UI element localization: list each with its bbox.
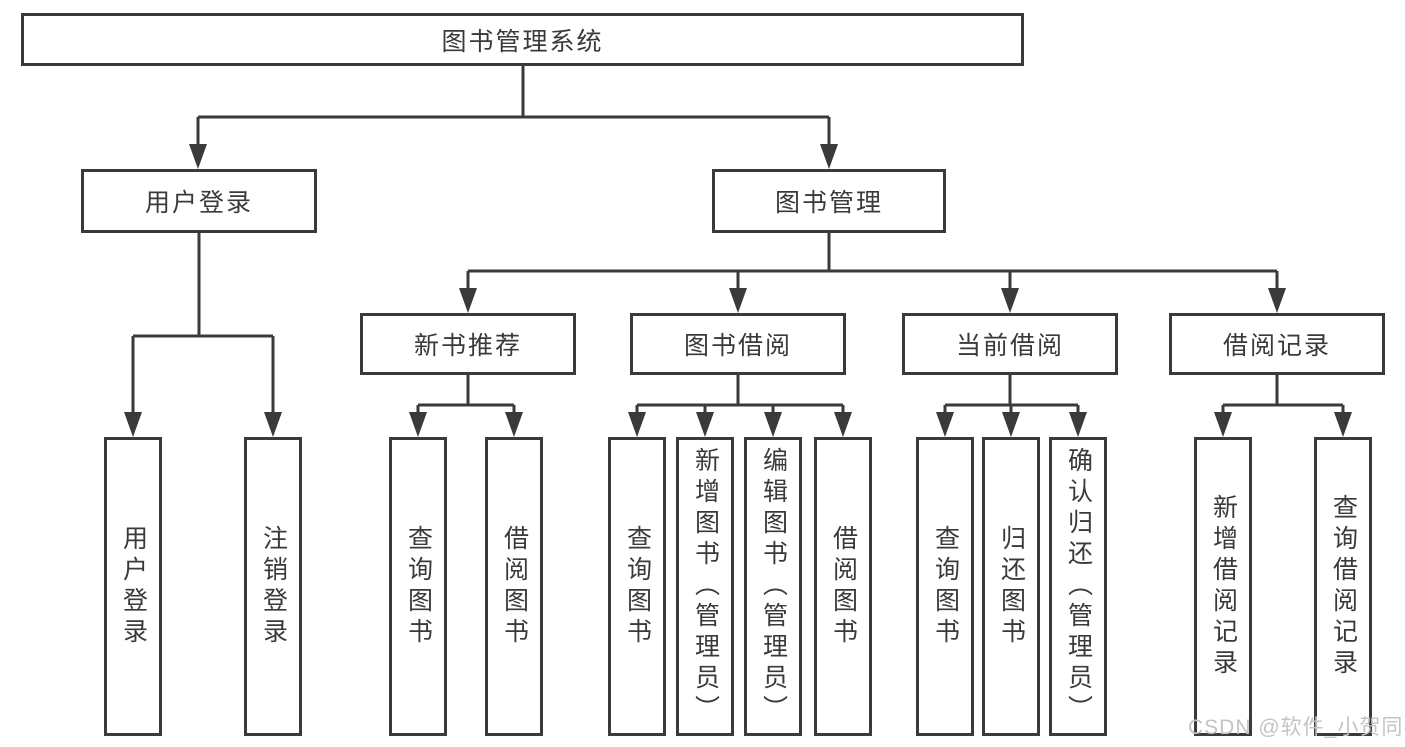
node-book-borrowing: 图书借阅	[630, 313, 846, 375]
arrow-down-icon	[505, 412, 523, 437]
arrow-down-icon	[189, 144, 207, 169]
arrow-down-icon	[820, 144, 838, 169]
arrow-down-icon	[936, 412, 954, 437]
arrow-down-icon	[409, 412, 427, 437]
arrow-down-icon	[1268, 288, 1286, 313]
node-root-system: 图书管理系统	[21, 13, 1024, 66]
connector-userlogin-to-leaves	[124, 233, 282, 437]
leaf-borrow-borrow-books: 借阅图书	[814, 437, 872, 736]
csdn-watermark: CSDN @软件_小贺同学	[1188, 716, 1405, 739]
connector-currentborrow-to-leaves	[936, 375, 1087, 437]
arrow-down-icon	[1001, 288, 1019, 313]
leaf-user-login: 用户登录	[104, 437, 162, 736]
arrow-down-icon	[264, 412, 282, 437]
arrow-down-icon	[834, 412, 852, 437]
leaf-newbooks-borrow-books: 借阅图书	[485, 437, 543, 736]
arrow-down-icon	[628, 412, 646, 437]
node-borrow-records: 借阅记录	[1169, 313, 1385, 375]
leaf-logout: 注销登录	[244, 437, 302, 736]
connector-root-to-level2	[189, 66, 838, 169]
arrow-down-icon	[124, 412, 142, 437]
arrow-down-icon	[696, 412, 714, 437]
connector-bookmgmt-to-level3	[459, 233, 1286, 313]
leaf-current-query-books: 查询图书	[916, 437, 974, 736]
connector-newbooks-to-leaves	[409, 375, 523, 437]
node-new-book-recommend: 新书推荐	[360, 313, 576, 375]
leaf-records-add-record: 新增借阅记录	[1194, 437, 1252, 736]
leaf-borrow-add-books-admin: 新增图书（管理员）	[676, 437, 734, 736]
leaf-current-confirm-return-admin: 确认归还（管理员）	[1049, 437, 1107, 736]
arrow-down-icon	[1214, 412, 1232, 437]
arrow-down-icon	[729, 288, 747, 313]
arrow-down-icon	[1002, 412, 1020, 437]
leaf-current-return-books: 归还图书	[982, 437, 1040, 736]
leaf-borrow-edit-books-admin: 编辑图书（管理员）	[744, 437, 802, 736]
node-book-management: 图书管理	[712, 169, 946, 233]
node-user-login: 用户登录	[81, 169, 317, 233]
connector-borrowrecords-to-leaves	[1214, 375, 1352, 437]
node-current-borrowing: 当前借阅	[902, 313, 1118, 375]
arrow-down-icon	[764, 412, 782, 437]
arrow-down-icon	[459, 288, 477, 313]
leaf-newbooks-query-books: 查询图书	[389, 437, 447, 736]
leaf-records-query-record: 查询借阅记录	[1314, 437, 1372, 736]
arrow-down-icon	[1334, 412, 1352, 437]
arrow-down-icon	[1069, 412, 1087, 437]
connector-bookborrow-to-leaves	[628, 375, 852, 437]
leaf-borrow-query-books: 查询图书	[608, 437, 666, 736]
